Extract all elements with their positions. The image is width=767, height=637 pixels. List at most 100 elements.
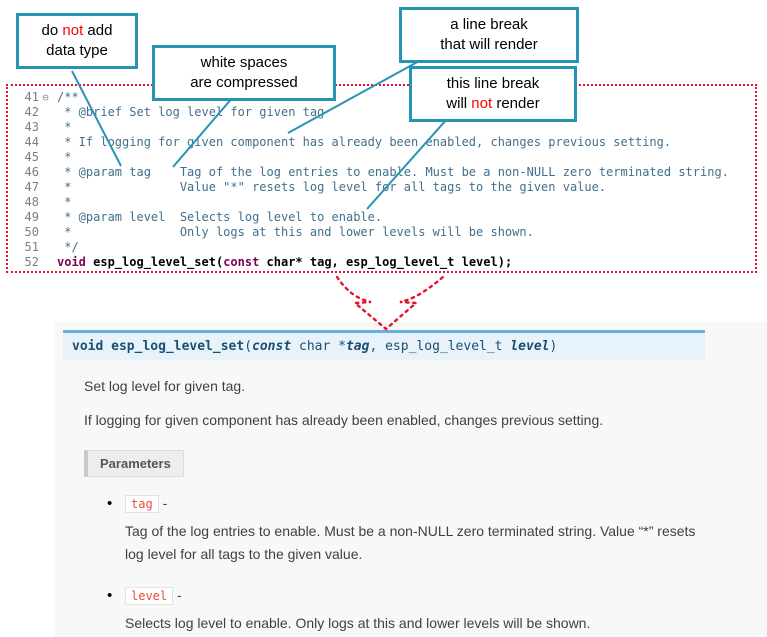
keyword-void: void (57, 255, 86, 269)
param-dash: - (173, 587, 182, 604)
line-gutter: 46 (8, 165, 52, 180)
code-line: 47 * Value "*" resets log level for all … (8, 180, 755, 195)
sig-paren: ( (244, 339, 253, 354)
sig-arg-tag: tag (345, 339, 370, 354)
sig-type: char * (291, 339, 346, 354)
parameters-header: Parameters (84, 450, 184, 477)
param-item-level: • level - Selects log level to enable. On… (107, 587, 767, 635)
doc-brief: Set log level for given tag. (84, 378, 246, 394)
callout-red-word: not (471, 94, 493, 112)
code-comment-text: * @brief Set log level for given tag (57, 105, 325, 119)
fold-icon-slot (39, 195, 52, 210)
fold-icon-slot (39, 180, 52, 195)
code-line: 44 * If logging for given component has … (8, 135, 755, 150)
code-function-text: void esp_log_level_set(const char* tag, … (52, 255, 512, 270)
line-gutter: 43 (8, 120, 52, 135)
fold-icon-slot (39, 165, 52, 180)
bullet-icon: • (107, 495, 113, 512)
line-gutter: 51 (8, 240, 52, 255)
keyword-const: const (223, 255, 260, 269)
code-comment-text: * @param level Selects log level to enab… (57, 210, 383, 224)
line-number: 46 (24, 165, 39, 179)
fold-icon-slot (39, 225, 52, 240)
fold-icon-slot (39, 135, 52, 150)
callout-line-break-renders: a line break that will render (399, 7, 579, 63)
code-line: 43 * (8, 120, 755, 135)
line-number: 49 (24, 210, 39, 224)
line-gutter: 45 (8, 150, 52, 165)
line-number: 52 (24, 255, 39, 269)
code-line: 45 * (8, 150, 755, 165)
fold-icon-slot (39, 105, 52, 120)
sig-keyword-void: void (72, 339, 104, 354)
line-gutter: 42 (8, 105, 52, 120)
callout-text-segment: add (83, 22, 113, 39)
param-description: Tag of the log entries to enable. Must b… (125, 523, 696, 562)
code-line: 41⊖ /** (8, 90, 755, 105)
parameters-list: • tag - Tag of the log entries to enable.… (107, 495, 767, 635)
code-comment-text: * @param tag Tag of the log entries to e… (57, 165, 729, 179)
code-comment-text: */ (57, 240, 79, 254)
fold-minus-icon: ⊖ (42, 91, 49, 104)
code-line: 50 * Only logs at this and lower levels … (8, 225, 755, 240)
callout-do-not-add-data-type: do not add data type (16, 13, 138, 69)
line-gutter: 50 (8, 225, 52, 240)
code-comment-text: /** (57, 90, 79, 104)
code-comment-text: * Only logs at this and lower levels wil… (57, 225, 534, 239)
code-line: 48 * (8, 195, 755, 210)
callout-text-segment: this line break (446, 75, 540, 92)
callout-text-segment: will (446, 94, 472, 112)
line-gutter: 47 (8, 180, 52, 195)
param-dash: - (158, 495, 168, 511)
callout-text-segment: data type (46, 41, 108, 59)
line-gutter: 44 (8, 135, 52, 150)
param-item-tag: • tag - Tag of the log entries to enable.… (107, 495, 767, 565)
rendered-docs-panel: void esp_log_level_set(const char *tag, … (55, 322, 767, 637)
code-comment-text: * (57, 195, 72, 209)
param-code-tag: tag (125, 495, 159, 513)
param-code-level: level (125, 587, 174, 606)
callout-text-segment: a line break (450, 16, 528, 33)
line-number: 45 (24, 150, 39, 164)
callout-red-word: not (62, 22, 84, 39)
code-comment-text: * Value "*" resets log level for all tag… (57, 180, 607, 194)
line-gutter: 48 (8, 195, 52, 210)
line-gutter: 41⊖ (8, 90, 52, 105)
sig-paren: ) (549, 339, 558, 354)
callout-text-segment: are compressed (190, 73, 298, 91)
callout-whitespace-compressed: white spaces are compressed (152, 45, 336, 101)
code-line: 46 * @param tag Tag of the log entries t… (8, 165, 755, 180)
fold-icon-slot (39, 120, 52, 135)
sig-type: , esp_log_level_t (369, 339, 511, 354)
param-description: Selects log level to enable. Only logs a… (125, 615, 591, 632)
line-number: 43 (24, 120, 39, 134)
sig-arg-level: level (510, 339, 550, 354)
callout-text-segment: that will render (440, 35, 538, 53)
function-args: char* tag, esp_log_level_t level); (259, 255, 513, 269)
line-number: 47 (24, 180, 39, 194)
line-number: 41 (24, 90, 39, 104)
code-line: 42 * @brief Set log level for given tag (8, 105, 755, 120)
code-editor-panel: 41⊖ /** 42 * @brief Set log level for gi… (6, 84, 757, 273)
code-comment-text: * If logging for given component has alr… (57, 135, 672, 149)
fold-icon-slot (39, 150, 52, 165)
code-comment-text: * (57, 120, 72, 134)
sig-keyword-const: const (252, 339, 292, 354)
line-number: 51 (24, 240, 39, 254)
code-line: 51 */ (8, 240, 755, 255)
line-number: 50 (24, 225, 39, 239)
fold-icon-slot (39, 255, 52, 270)
doc-description: If logging for given component has alrea… (84, 412, 604, 428)
line-gutter: 52 (8, 255, 52, 270)
line-number: 48 (24, 195, 39, 209)
bullet-icon: • (107, 587, 113, 605)
callout-text-segment: white spaces (200, 54, 288, 71)
callout-text-segment: render (492, 94, 540, 112)
line-number: 42 (24, 105, 39, 119)
sig-function-name: esp_log_level_set (103, 339, 245, 354)
function-name: esp_log_level_set( (85, 255, 224, 269)
line-number: 44 (24, 135, 39, 149)
callout-text-segment: do (41, 22, 63, 39)
code-line-function-declaration: 52 void esp_log_level_set(const char* ta… (8, 255, 755, 270)
